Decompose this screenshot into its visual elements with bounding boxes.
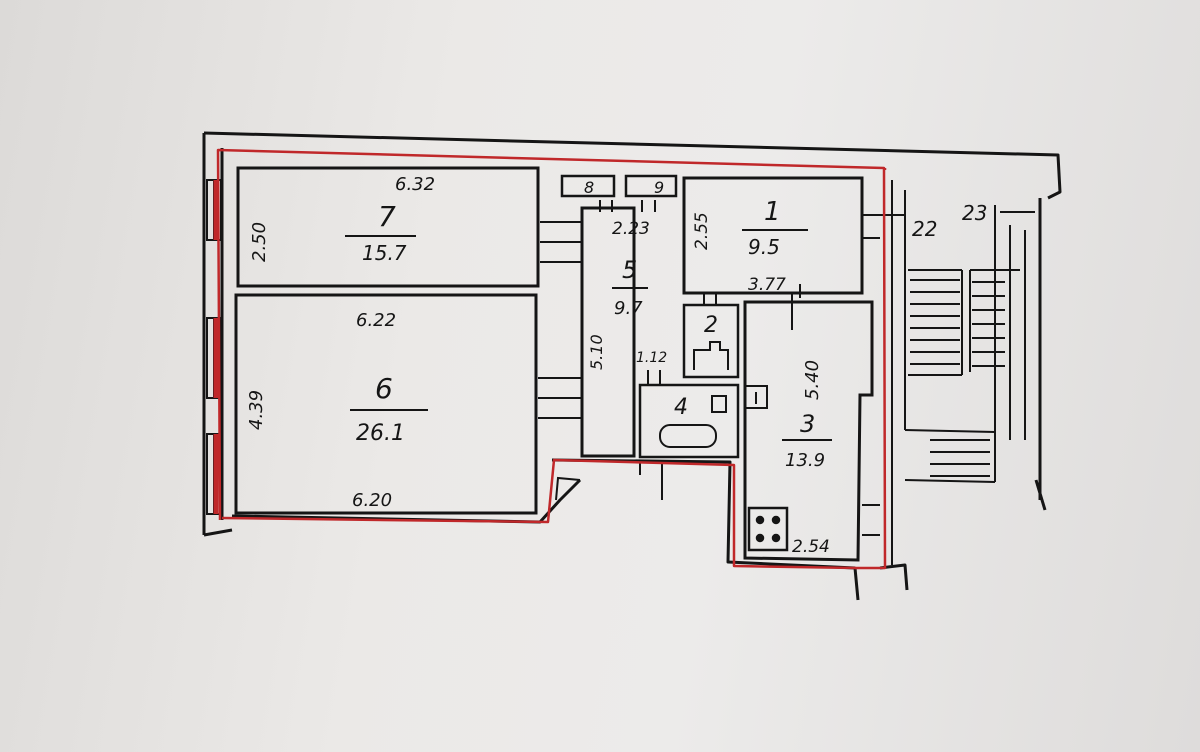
- room-6-area: 26.1: [356, 421, 405, 446]
- room-2-number: 2: [704, 313, 718, 338]
- room-4-outline: [638, 383, 740, 459]
- room-1-area: 9.5: [748, 235, 780, 259]
- room-6-outline: [234, 293, 538, 515]
- room-9-outline: [624, 174, 678, 198]
- dim-room7-side: 2.50: [249, 222, 270, 262]
- dim-room3-bottom: 2.54: [792, 537, 830, 557]
- room-3-outline: [743, 300, 874, 562]
- room-5-area: 9.7: [614, 298, 643, 319]
- dim-room5-door: 1.12: [636, 350, 667, 366]
- room-8-number: 8: [584, 178, 594, 197]
- room-2-outline: [682, 303, 740, 379]
- room-7-area: 15.7: [362, 241, 407, 265]
- room-7-outline: [236, 166, 540, 288]
- room-5-number: 5: [622, 256, 637, 284]
- room-labels: 7 15.7 6 26.1 5 9.7 1 9.5 2 4 3 13.9 8 9: [345, 178, 832, 471]
- dim-room5-side: 5.10: [587, 334, 606, 370]
- room-6-number: 6: [375, 372, 393, 405]
- room-9-number: 9: [654, 178, 664, 197]
- dim-room3-side: 5.40: [802, 360, 823, 400]
- dim-room6-top: 6.22: [356, 310, 396, 331]
- dim-room5-top: 2.23: [612, 219, 650, 239]
- dim-room6-side: 4.39: [246, 390, 267, 430]
- toilet-fixture: [693, 341, 729, 370]
- neighbor-label-23: 23: [962, 201, 987, 225]
- room-3-area: 13.9: [785, 450, 825, 471]
- room-4-number: 4: [674, 395, 688, 420]
- stove-fixture: [747, 506, 789, 552]
- dimension-labels: 6.32 2.50 6.22 4.39 6.20 5.10 2.23 1.12 …: [246, 174, 987, 557]
- dim-room7-top: 6.32: [395, 174, 435, 195]
- room-1-outline: [682, 176, 864, 295]
- dim-room1-side: 2.55: [692, 212, 712, 250]
- room-5-outline: [580, 206, 636, 458]
- room-8-outline: [560, 174, 616, 198]
- neighbor-label-22: 22: [912, 217, 937, 241]
- apartment-boundary-lower: [221, 458, 857, 570]
- room-1-number: 1: [764, 197, 781, 227]
- outer-walls: [202, 131, 1062, 601]
- room-3-number: 3: [800, 410, 815, 438]
- stairwell: [891, 180, 1035, 565]
- dim-room1-bottom: 3.77: [748, 275, 786, 295]
- apartment-boundary: [216, 148, 887, 570]
- dim-room6-bottom: 6.20: [352, 490, 392, 511]
- door-marks: [538, 200, 905, 536]
- room-7-number: 7: [378, 200, 396, 233]
- bathtub-fixture: [659, 385, 768, 448]
